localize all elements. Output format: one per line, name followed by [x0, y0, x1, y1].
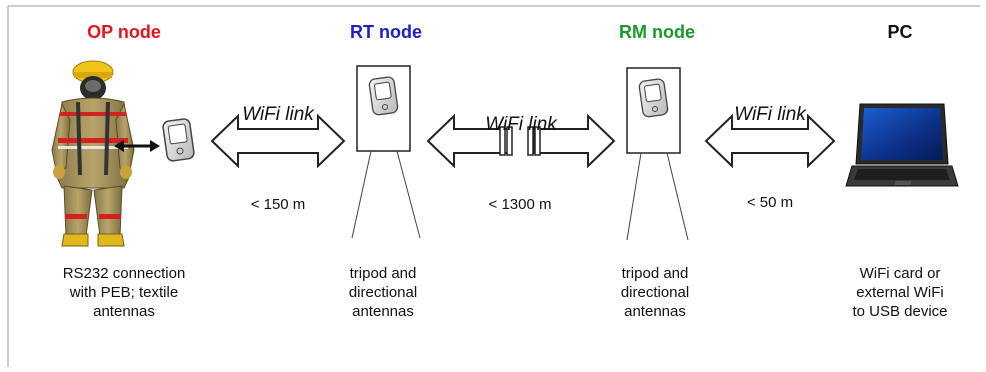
pc-caption-line: external WiFi [856, 284, 944, 301]
wifi-link-label-2: WiFi link [485, 114, 557, 135]
rt-node-caption: tripod and directional antennas [318, 264, 448, 321]
rt-node-caption-line: antennas [352, 303, 414, 320]
rt-node-unit [351, 65, 421, 239]
rt-node-title: RT node [350, 22, 422, 42]
pc-caption-line: to USB device [852, 303, 948, 320]
rt-node-caption-line: tripod and [349, 265, 417, 282]
firefighter-icon [51, 60, 135, 247]
rm-node-caption-line: directional [620, 284, 690, 301]
op-node-caption-line: antennas [93, 303, 155, 320]
distance-label-1: < 150 m [250, 196, 306, 213]
rm-node-caption-line: antennas [624, 303, 686, 320]
laptop-icon [845, 103, 959, 187]
distance-label-2: < 1300 m [488, 196, 552, 213]
distance-label-3: < 50 m [746, 194, 794, 211]
rm-node-unit [626, 67, 689, 241]
wifi-link-label-1: WiFi link [242, 104, 314, 125]
op-node-title: OP node [87, 22, 161, 42]
peb-device-icon [162, 118, 195, 162]
pc-caption: WiFi card or external WiFi to USB device [830, 264, 970, 321]
op-node-caption: RS232 connection with PEB; textile anten… [34, 264, 214, 321]
rm-node-caption: tripod and directional antennas [590, 264, 720, 321]
rs232-connection-arrow [114, 140, 160, 152]
rm-node-caption-line: tripod and [621, 265, 689, 282]
wifi-link-arrow-3 [704, 113, 836, 169]
pc-title: PC [887, 22, 913, 42]
wifi-link-arrow-1 [210, 113, 346, 169]
op-node-caption-line: with PEB; textile [69, 284, 179, 301]
wifi-link-label-3: WiFi link [734, 104, 806, 125]
wifi-link-arrow-2 [426, 113, 616, 169]
pc-caption-line: WiFi card or [859, 265, 941, 282]
rt-node-caption-line: directional [348, 284, 418, 301]
rm-node-title: RM node [619, 22, 695, 42]
op-node-caption-line: RS232 connection [62, 265, 186, 282]
